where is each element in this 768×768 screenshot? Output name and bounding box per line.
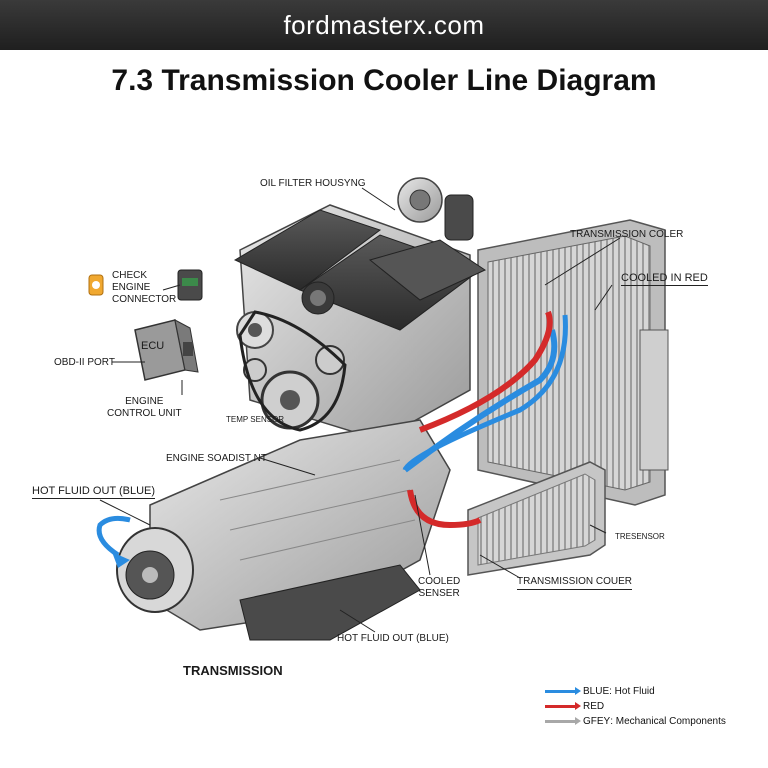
label-ecu: ECU [141,340,165,352]
label-cooled-in-red: COOLED IN RED [621,272,708,286]
check-engine-connector-part [177,269,203,301]
legend-name-red: RED [583,701,605,712]
leader-lines [99,187,621,633]
legend-item-blue: BLUE: Hot Fluid [545,684,726,699]
small-cooler [467,461,606,576]
engine [233,177,487,441]
legend-item-grey: GFEY: Mechanical Components [545,714,726,729]
radiator [477,219,669,506]
label-hot-fluid-out: HOT FLUID OUT (BLUE) [32,485,156,499]
label-tresensor: TRESENSOR [615,532,665,541]
label-transmission-coler: TRANSMISSION COLER [570,229,684,240]
ecu-module [134,319,199,381]
label-check-engine-connector: CHECK ENGINE CONNECTOR [112,270,177,305]
legend-text-grey: : Mechanical Components [610,716,726,727]
label-obd-port: OBD-II PORT [54,357,115,368]
label-hot-fluid-out-bottom: HOT FLUID OUT (BLUE) [337,633,449,644]
legend: BLUE: Hot Fluid RED GFEY: Mechanical Com… [545,684,726,729]
label-engine-soadist: ENGINE SOADIST NT [166,453,267,464]
site-banner: fordmasterx.com [0,0,768,50]
legend-name-grey: GFEY [583,716,611,727]
hot-fluid-lines [96,314,568,568]
legend-text-blue: : Hot Fluid [609,686,655,697]
legend-name-blue: BLUE [583,686,610,697]
page-title: 7.3 Transmission Cooler Line Diagram [111,64,657,97]
cooled-fluid-lines [407,310,553,529]
label-transmission-couer: TRANSMISSION COUER [517,576,633,590]
label-temp-sensor: TEMP SENSOR [226,415,285,424]
legend-swatch-red [545,702,581,710]
transmission [116,419,451,641]
legend-swatch-grey [545,717,581,725]
label-cooled-senser: COOLED SENSER [418,576,461,599]
label-oil-filter-housing: OIL FILTER HOUSYNG [260,178,366,189]
legend-swatch-blue [545,687,581,695]
label-transmission: TRANSMISSION [183,663,283,678]
label-engine-control-unit: ENGINE CONTROL UNIT [107,396,182,419]
check-engine-icon [88,274,104,296]
legend-item-red: RED [545,699,726,714]
